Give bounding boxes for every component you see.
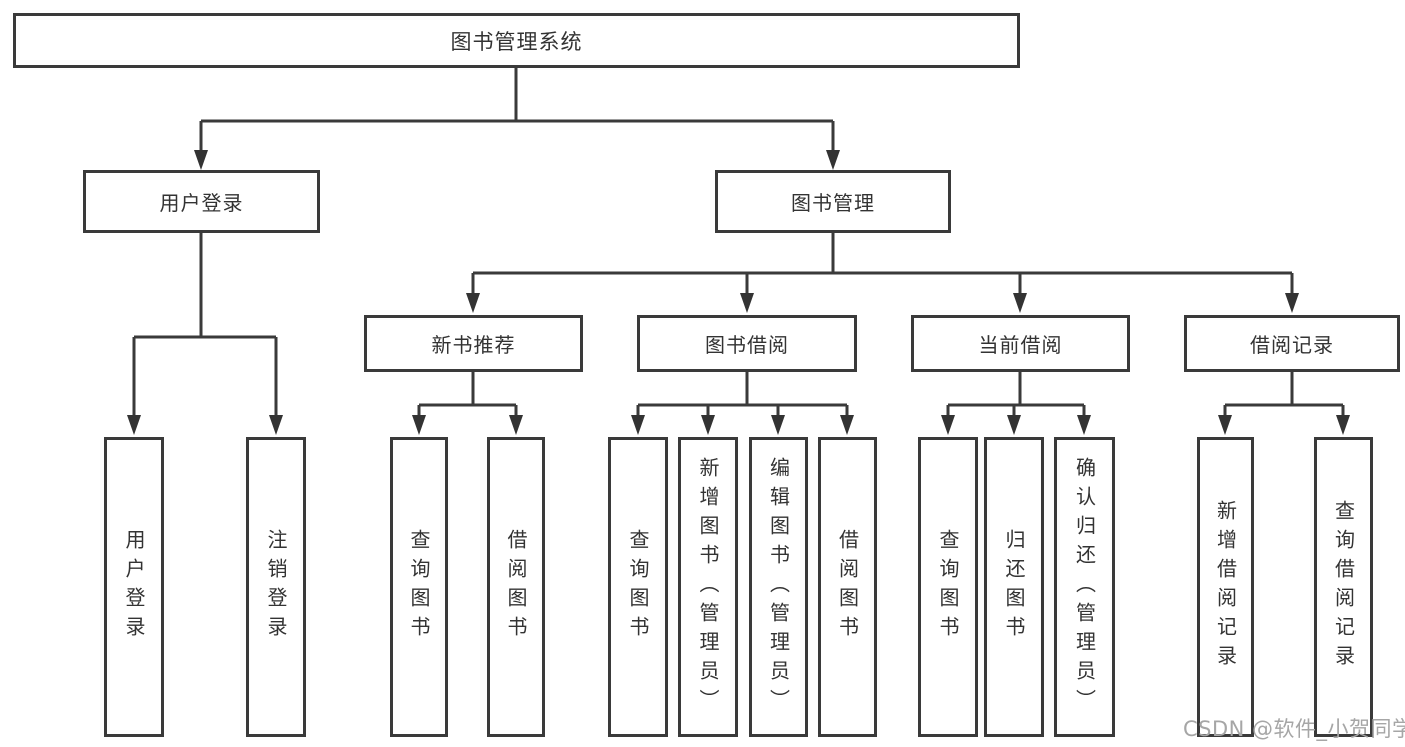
node-borrow-records: 借阅记录 [1184,315,1400,372]
connector-book-borrow-children [631,372,854,435]
leaf-edit-book-admin: 编辑图书（管理员） [749,437,808,737]
node-book-management: 图书管理 [715,170,951,233]
arrowhead [1007,415,1021,435]
connector-user-login-children [127,233,283,435]
connector-borrow-records-children [1218,372,1350,435]
arrowhead [1077,415,1091,435]
arrowhead [466,293,480,313]
node-library-management-system: 图书管理系统 [13,13,1020,68]
arrowhead [701,415,715,435]
connector-current-borrow-children [941,372,1091,435]
node-user-login: 用户登录 [83,170,320,233]
arrowhead [771,415,785,435]
leaf-borrow-books-recommend: 借阅图书 [487,437,545,737]
arrowhead [127,415,141,435]
arrowhead [269,415,283,435]
arrowhead [194,150,208,170]
csdn-watermark: CSDN @软件_小贺同学 [1183,717,1405,741]
arrowhead [1285,293,1299,313]
leaf-user-login: 用户登录 [104,437,164,737]
leaf-return-books: 归还图书 [984,437,1044,737]
arrowhead [740,293,754,313]
arrowhead [1218,415,1232,435]
arrowhead [1013,293,1027,313]
leaf-logout: 注销登录 [246,437,306,737]
arrowhead [840,415,854,435]
arrowhead [826,150,840,170]
leaf-add-borrow-record: 新增借阅记录 [1197,437,1254,737]
arrowhead [509,415,523,435]
leaf-confirm-return-admin: 确认归还（管理员） [1054,437,1115,737]
leaf-query-books-borrow: 查询图书 [608,437,668,737]
connector-root-to-level2 [194,68,840,170]
leaf-query-books-recommend: 查询图书 [390,437,448,737]
arrowhead [631,415,645,435]
node-new-book-recommend: 新书推荐 [364,315,583,372]
arrowhead [941,415,955,435]
arrowhead [412,415,426,435]
connector-book-management-children [466,233,1299,313]
leaf-query-borrow-record: 查询借阅记录 [1314,437,1373,737]
node-book-borrow: 图书借阅 [637,315,857,372]
arrowhead [1336,415,1350,435]
leaf-borrow-books: 借阅图书 [818,437,877,737]
node-current-borrow: 当前借阅 [911,315,1130,372]
leaf-add-book-admin: 新增图书（管理员） [678,437,738,737]
connector-new-book-recommend-children [412,372,523,435]
leaf-query-books-current: 查询图书 [918,437,978,737]
